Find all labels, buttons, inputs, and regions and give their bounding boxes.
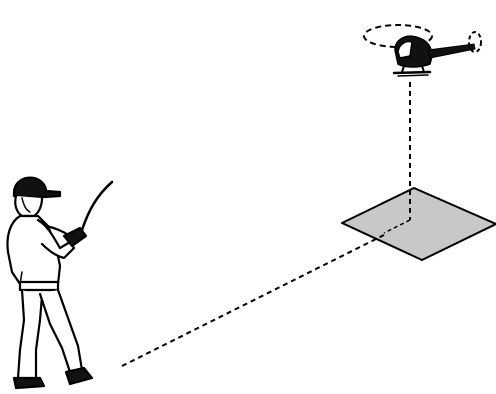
pilot-head xyxy=(15,196,42,216)
skid xyxy=(394,72,430,73)
landing-pad xyxy=(342,188,496,260)
antenna xyxy=(82,182,112,230)
pilot-shoe-left xyxy=(14,378,44,388)
pilot-belt xyxy=(20,282,58,290)
pilot-leg-right xyxy=(40,290,82,372)
helicopter xyxy=(364,25,481,76)
pilot xyxy=(8,178,113,388)
pilot-shoe-right xyxy=(66,368,92,384)
pilot-cap xyxy=(14,178,60,198)
tail-boom xyxy=(428,44,475,58)
ground-sight-line xyxy=(122,235,384,366)
pilot-leg-left xyxy=(18,290,42,380)
skid-strut-front xyxy=(402,66,404,72)
